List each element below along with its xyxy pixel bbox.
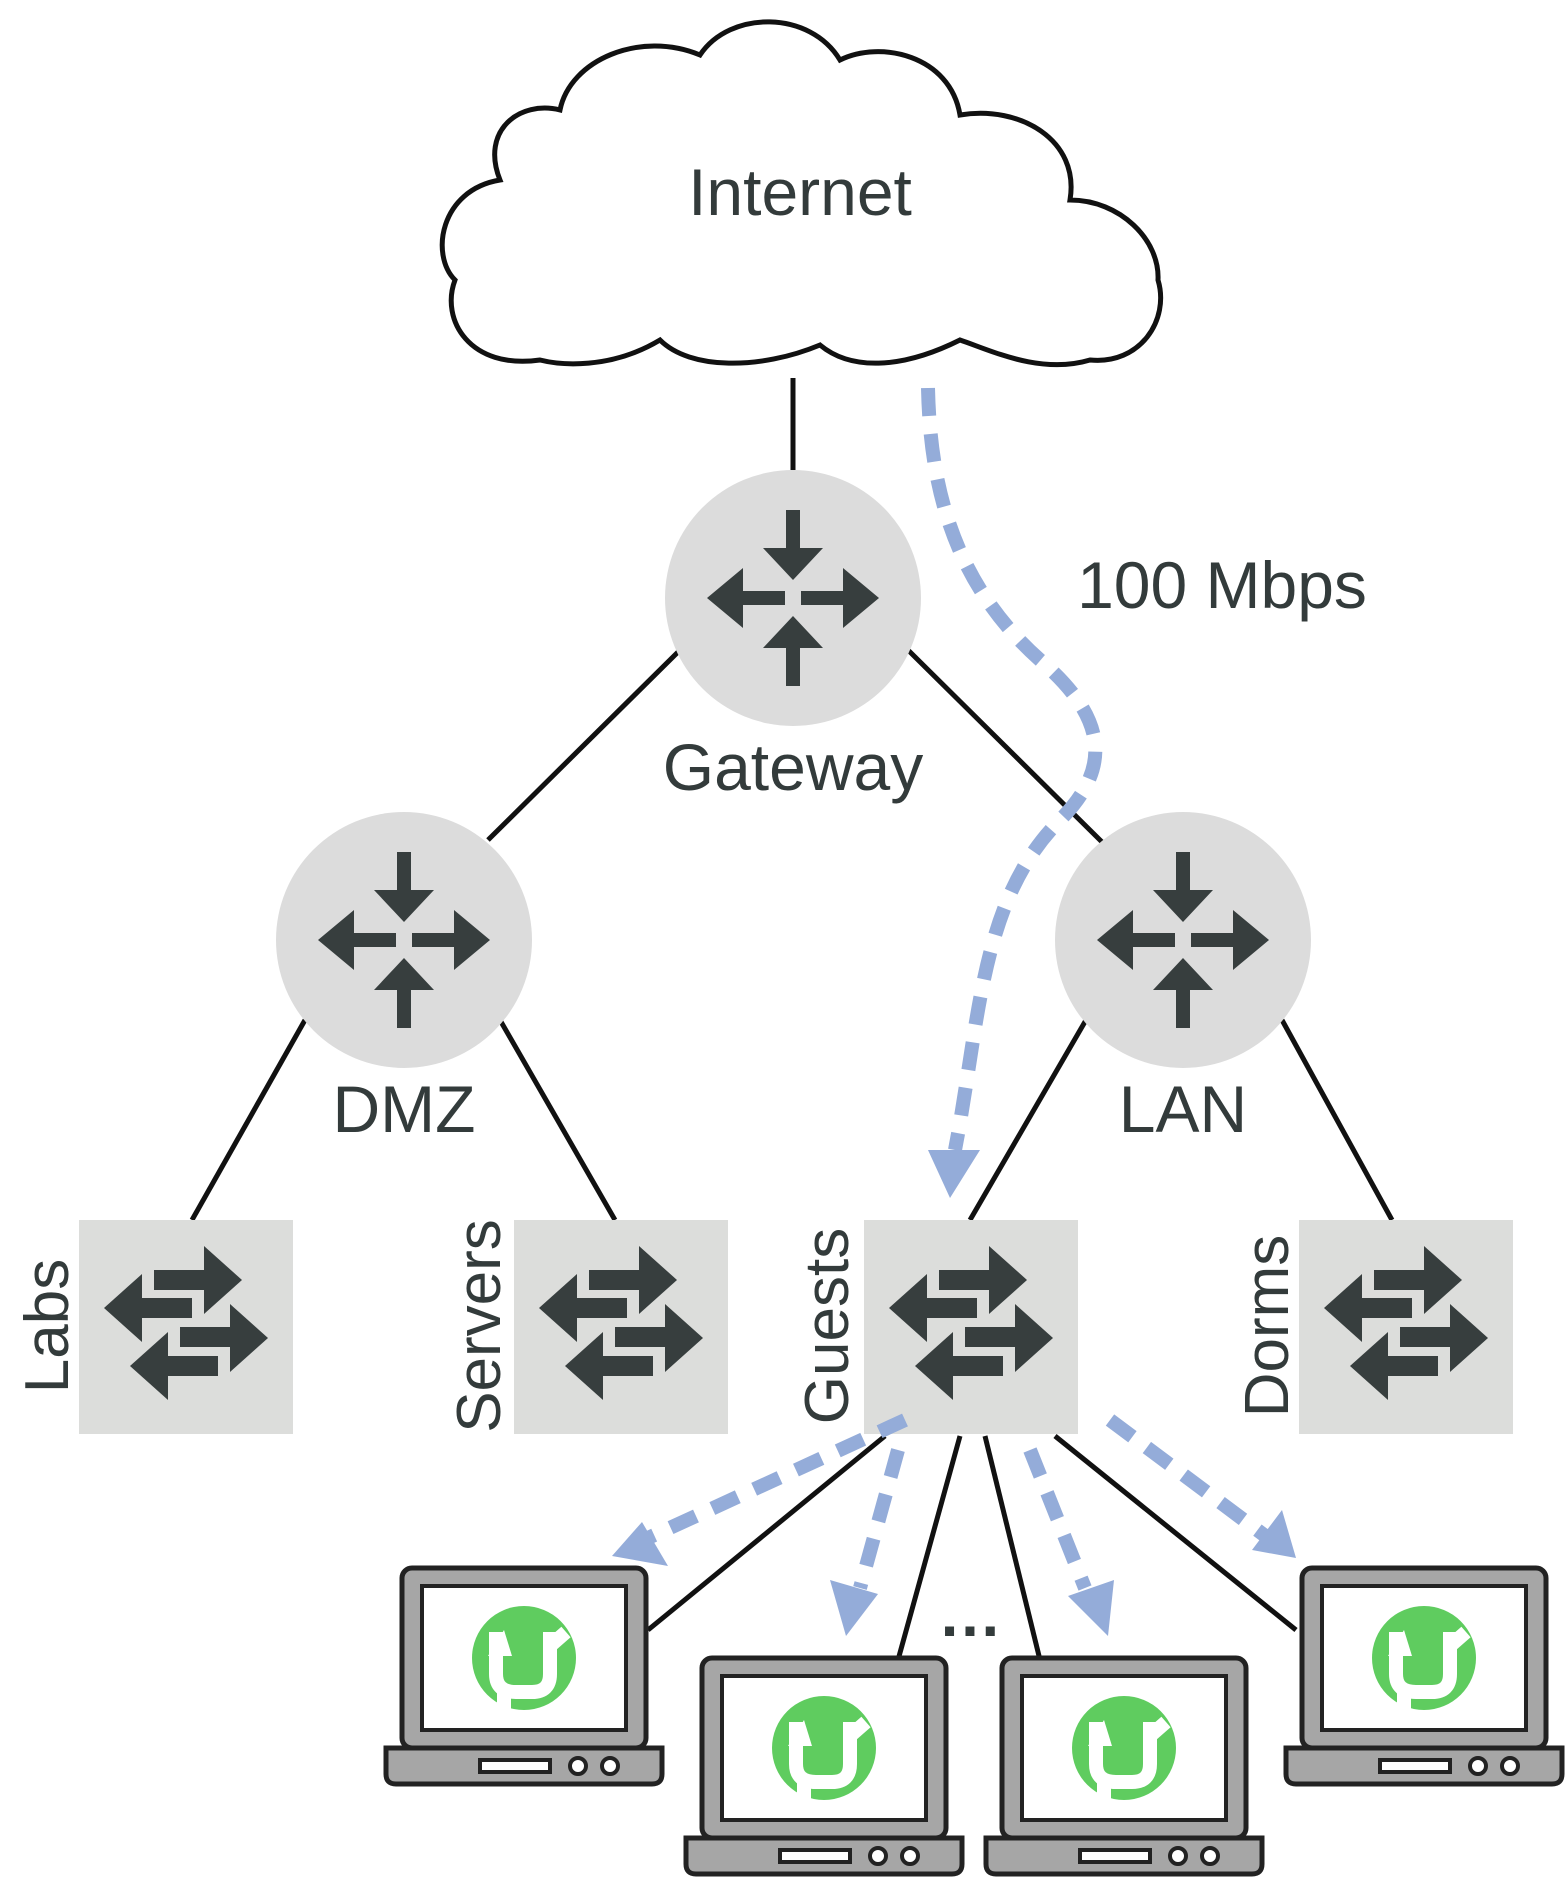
router-circle [1055, 812, 1311, 1068]
arrowhead [1252, 1510, 1296, 1558]
dmz-label: DMZ [333, 1072, 476, 1146]
internet-cloud: Internet [439, 19, 1164, 368]
router-lan [1055, 812, 1311, 1068]
cloud-shape [439, 19, 1164, 368]
flow-arrow-laptop1 [645, 1413, 908, 1545]
flow-arrow-laptop2 [853, 1448, 905, 1590]
flow-arrowheads [612, 1150, 1296, 1636]
router-circle [276, 812, 532, 1068]
gateway-label: Gateway [663, 730, 923, 804]
lan-label: LAN [1119, 1072, 1247, 1146]
dorms-label: Dorms [1233, 1235, 1302, 1418]
link-dmz-servers [497, 1018, 618, 1222]
arrowhead [1068, 1580, 1114, 1636]
servers-label: Servers [445, 1219, 514, 1433]
laptop-4 [1286, 1568, 1562, 1784]
laptop-icon [686, 1658, 962, 1874]
laptop-1 [386, 1568, 662, 1784]
link-guests-laptop3 [982, 1435, 1043, 1661]
switch-dorms [1299, 1220, 1513, 1434]
switch-guests [864, 1220, 1078, 1434]
arrowhead [830, 1580, 878, 1636]
bandwidth-label: 100 Mbps [1077, 548, 1367, 622]
internet-label: Internet [688, 155, 912, 229]
router-circle [665, 470, 921, 726]
router-gateway [665, 470, 921, 726]
laptop-3 [986, 1658, 1262, 1874]
flow-arrow-laptop4 [1105, 1414, 1273, 1544]
link-guests-laptop2 [895, 1435, 963, 1661]
laptop-icon [986, 1658, 1262, 1874]
arrowhead [928, 1150, 980, 1198]
guests-label: Guests [793, 1228, 862, 1424]
flow-arrow-internet-guests [921, 387, 1103, 1152]
traffic-flow [645, 387, 1273, 1591]
link-lan-dorms [1279, 1018, 1395, 1222]
flow-arrow-laptop3 [1023, 1447, 1092, 1591]
laptop-icon [1286, 1568, 1562, 1784]
switch-labs [79, 1220, 293, 1434]
link-guests-laptop4 [1053, 1434, 1298, 1632]
labs-label: Labs [13, 1259, 82, 1393]
arrowhead [612, 1522, 668, 1566]
link-gateway-dmz [486, 650, 680, 842]
link-dmz-labs [189, 1018, 308, 1222]
link-guests-laptop1 [646, 1434, 887, 1632]
laptop-icon [386, 1568, 662, 1784]
link-lan-guests [967, 1018, 1089, 1222]
router-dmz [276, 812, 532, 1068]
laptop-2 [686, 1658, 962, 1874]
switch-servers [514, 1220, 728, 1434]
ellipsis: … [938, 1578, 1002, 1650]
